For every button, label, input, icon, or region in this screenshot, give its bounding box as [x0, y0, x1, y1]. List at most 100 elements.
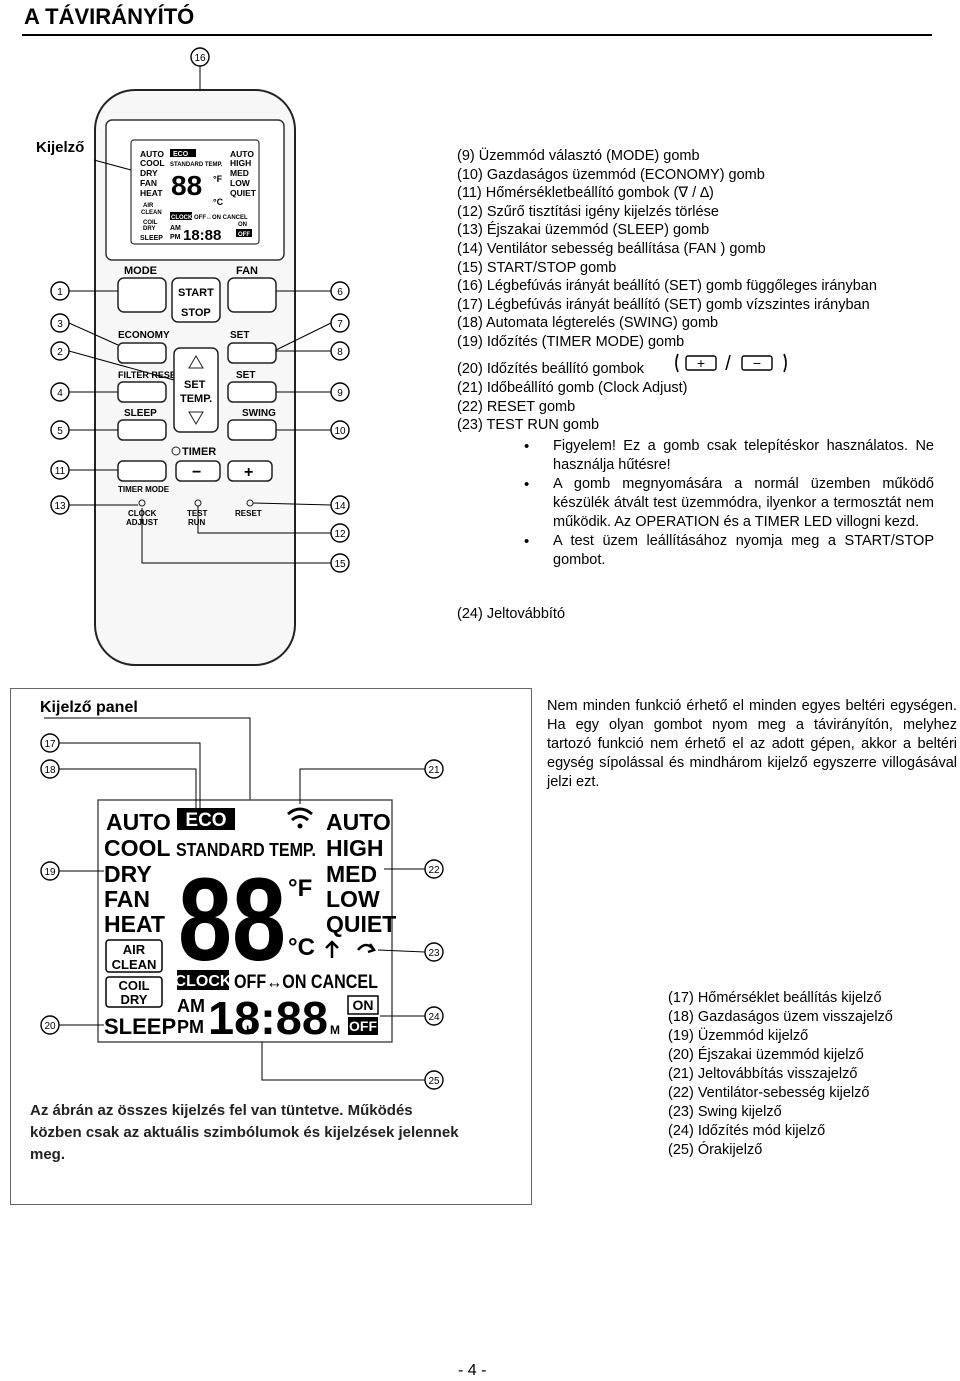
lcd-mini-content: AUTO COOL DRY FAN HEAT ECO STANDARD TEMP…	[140, 149, 257, 244]
left-callouts: 1 3 2 4 5 11 13	[50, 281, 175, 515]
legend-item: (17) Hőmérséklet beállítás kijelző	[668, 990, 882, 1006]
timer-keys-icon: + / −	[675, 353, 787, 374]
legend-item: (20) Éjszakai üzemmód kijelző	[668, 1047, 864, 1063]
filter-reset-label: FILTER RESET	[118, 370, 182, 380]
air-clean-indicator: AIR CLEAN	[105, 939, 163, 973]
list-item: (9) Üzemmód választó (MODE) gomb	[457, 148, 700, 164]
svg-text:23: 23	[428, 948, 440, 959]
bullet-item: A test üzem leállításához nyomja meg a S…	[524, 532, 934, 570]
temp-down-icon[interactable]	[188, 411, 204, 425]
svg-text:17: 17	[44, 739, 56, 750]
economy-button[interactable]	[117, 342, 167, 364]
test-run-label-2: RUN	[188, 518, 206, 527]
list-item: (11) Hőmérsékletbeállító gombok (∇ / ∆)	[457, 185, 714, 202]
svg-text:HEAT: HEAT	[104, 911, 165, 937]
temperature-digits: 88	[178, 854, 286, 986]
button-list-cont: (21) Időbeállító gomb (Clock Adjust) (22…	[457, 379, 688, 435]
svg-text:MED: MED	[326, 861, 377, 887]
clock-indicator-bg	[177, 970, 229, 990]
svg-text:20: 20	[44, 1021, 56, 1032]
economy-label: ECONOMY	[118, 330, 170, 341]
filter-reset-button[interactable]	[117, 381, 167, 403]
page-number: - 4 -	[458, 1362, 487, 1379]
svg-text:CLEAN: CLEAN	[141, 210, 162, 216]
remote-control-illustration: 16 Kijelző AUTO COOL DRY FAN HEAT ECO ST…	[36, 47, 350, 666]
svg-text:10: 10	[334, 426, 346, 437]
list-item: (13) Éjszakai üzemmód (SLEEP) gomb	[457, 222, 710, 239]
list-item: (23) TEST RUN gomb	[457, 417, 600, 434]
list-item: (16) Légbefúvás irányát beállító (SET) g…	[457, 278, 877, 295]
timer-label: TIMER	[182, 446, 216, 458]
svg-text:DRY: DRY	[121, 992, 148, 1007]
svg-text:COOL: COOL	[104, 835, 170, 861]
timer-mode-button[interactable]	[117, 460, 167, 482]
svg-text:COIL: COIL	[143, 220, 158, 226]
svg-text:4: 4	[57, 388, 63, 399]
list-item: (18) Automata légterelés (SWING) gomb	[457, 315, 719, 332]
set-vertical-button[interactable]	[227, 342, 277, 364]
svg-text:8: 8	[337, 347, 343, 358]
off-on-cancel-indicator: OFF↔ON CANCEL	[234, 972, 378, 993]
display-panel-illustration: Kijelző panel AUTO COOL DRY FAN HEAT AIR…	[40, 699, 444, 1090]
svg-text:CLOCK: CLOCK	[171, 215, 193, 221]
svg-text:FAN: FAN	[140, 178, 157, 188]
list-item: (17) Légbefúvás irányát beállító (SET) g…	[457, 296, 870, 313]
kijelzo-label: Kijelző	[36, 139, 84, 156]
legend-item: (24) Időzítés mód kijelző	[668, 1123, 826, 1139]
panel-caption: Az ábrán az összes kijelzés fel van tünt…	[30, 1102, 459, 1163]
bullet-item: A gomb megnyomására a normál üzemben műk…	[524, 475, 934, 532]
temp-up-icon[interactable]	[188, 355, 204, 369]
legend-item: (18) Gazdaságos üzem visszajelző	[668, 1009, 893, 1025]
mode-button[interactable]	[117, 277, 167, 313]
list-item-20-row: (20) Időzítés beállító gombok	[457, 360, 644, 379]
list-item: (22) RESET gomb	[457, 398, 576, 415]
unit-f: °F	[288, 875, 312, 902]
svg-text:22: 22	[428, 865, 440, 876]
svg-text:AIR: AIR	[143, 203, 154, 209]
start-stop-button[interactable]	[171, 277, 221, 323]
svg-text:2: 2	[57, 347, 63, 358]
svg-text:15: 15	[334, 559, 346, 570]
set-horizontal-button[interactable]	[227, 381, 277, 403]
swing-button[interactable]	[227, 419, 277, 441]
panel-callouts: 17 18 19 20 21 22 23 24 25	[40, 733, 444, 1090]
set-temp-label-1: SET	[184, 379, 206, 391]
svg-text:AUTO: AUTO	[140, 149, 164, 159]
fan-speed-indicators: AUTO HIGH MED LOW QUIET	[326, 809, 396, 937]
svg-text:5: 5	[57, 426, 63, 437]
svg-text:CLEAN: CLEAN	[112, 957, 157, 972]
svg-text:12: 12	[334, 529, 346, 540]
button-list: (9) Üzemmód választó (MODE) gomb (10) Ga…	[457, 147, 877, 352]
list-item: (14) Ventilátor sebesség beállítása (FAN…	[457, 240, 766, 257]
set-horizontal-label: SET	[236, 370, 255, 381]
panel-label: Kijelző panel	[40, 699, 138, 716]
page-title: A TÁVIRÁNYÍTÓ	[24, 4, 195, 29]
set-temp-button[interactable]	[173, 347, 219, 433]
svg-text:AM: AM	[170, 225, 181, 232]
timer-minus-button[interactable]	[175, 460, 221, 482]
clock-digits: 18:88	[208, 992, 328, 1044]
clock-adjust-button[interactable]	[138, 499, 146, 507]
am-indicator: AM	[177, 996, 205, 1016]
svg-text:19: 19	[44, 867, 56, 878]
sleep-indicator: SLEEP	[104, 1014, 176, 1039]
svg-text:+: +	[697, 355, 705, 371]
list-item-24: (24) Jeltovábbító	[457, 606, 566, 622]
svg-text:OFF↔ON CANCEL: OFF↔ON CANCEL	[194, 215, 248, 221]
set-temp-label-2: TEMP.	[180, 393, 212, 405]
display-panel-frame	[10, 688, 532, 1205]
timer-plus-button[interactable]	[227, 460, 273, 482]
eco-indicator: ECO	[185, 810, 226, 831]
big-lcd-frame	[97, 799, 393, 1043]
svg-text:HEAT: HEAT	[140, 188, 163, 198]
coil-dry-indicator: COIL DRY	[105, 976, 163, 1008]
fan-button[interactable]	[227, 277, 277, 313]
svg-text:6: 6	[337, 287, 343, 298]
legend-item: (19) Üzemmód kijelző	[668, 1028, 809, 1044]
legend-item: (23) Swing kijelző	[668, 1104, 782, 1120]
svg-text:FAN: FAN	[104, 886, 150, 912]
off-indicator-bg	[348, 1017, 378, 1035]
set-vertical-label: SET	[230, 330, 249, 341]
sleep-button[interactable]	[117, 419, 167, 441]
svg-text:COOL: COOL	[140, 158, 165, 168]
